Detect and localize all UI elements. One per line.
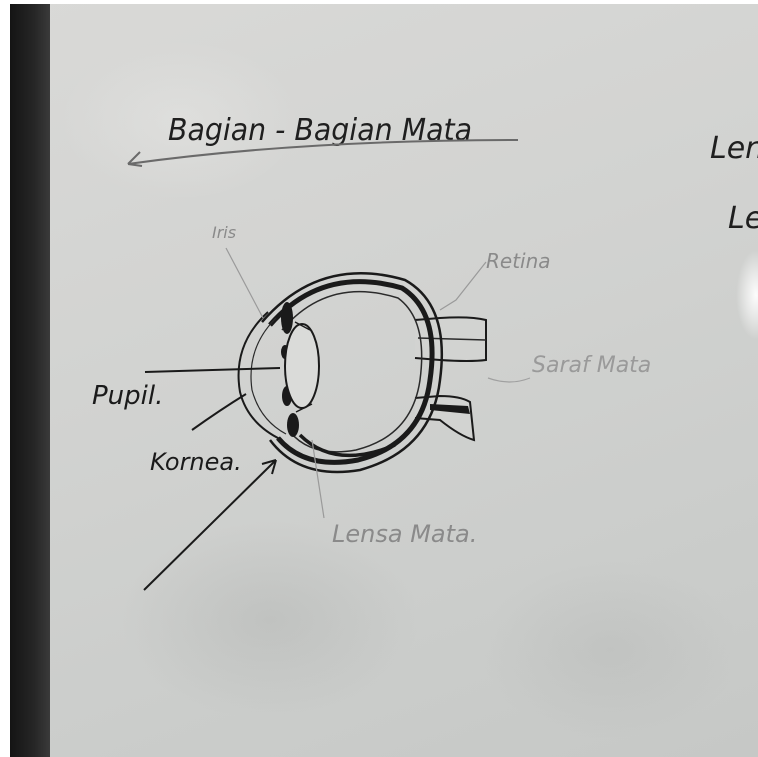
- leader-kornea: [192, 394, 246, 430]
- cornea: [239, 312, 282, 440]
- leader-pupil: [145, 368, 280, 372]
- lens: [285, 324, 319, 408]
- leader-retina: [440, 262, 486, 310]
- label-pupil: Pupil.: [92, 381, 163, 411]
- cornea-inner: [251, 318, 286, 434]
- edge-text-line2: Le: [728, 201, 758, 236]
- label-saraf-mata: Saraf Mata: [532, 353, 651, 378]
- leader-iris: [226, 248, 263, 318]
- label-lensa-mata: Lensa Mata.: [332, 520, 477, 548]
- optic-nerve: [415, 317, 486, 440]
- edge-text-line1: Lens: [710, 131, 758, 166]
- board-title: Bagian - Bagian Mata: [168, 113, 472, 148]
- leader-saraf-mata: [488, 378, 530, 382]
- label-kornea: Kornea.: [150, 448, 242, 476]
- label-iris: Iris: [212, 223, 236, 242]
- label-retina: Retina: [486, 249, 551, 273]
- pointer-arrow: [144, 460, 276, 590]
